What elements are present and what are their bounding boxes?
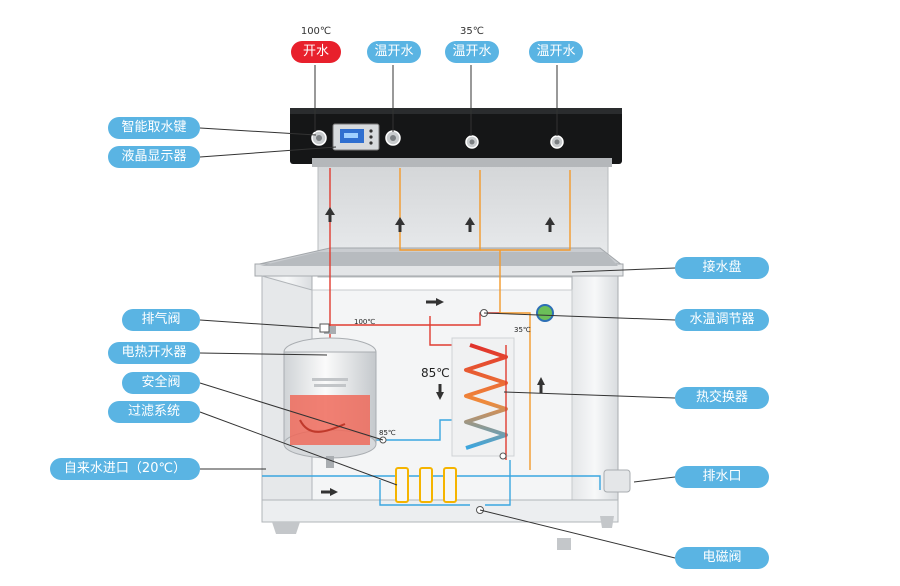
valves [319,304,554,514]
warm-water-label-2: 温开水 [445,41,499,63]
electric-boiler-tank [283,326,377,468]
pipes [262,168,601,506]
flow-arrows [321,207,555,496]
filter-system-label: 过滤系统 [108,401,200,423]
boiling-water-label: 开水 [291,41,341,63]
exhaust-valve-label: 排气阀 [122,309,200,331]
solenoid-valve-label: 电磁阀 [675,547,769,569]
warm-water-label-1: 温开水 [367,41,421,63]
inner-temp-85-large: 85℃ [421,366,450,380]
warm-water-label-3: 温开水 [529,41,583,63]
smart-button-label: 智能取水键 [108,117,200,139]
warm-temp-label: 35℃ [460,26,484,37]
leader-lines [199,65,676,559]
inner-temp-100: 100℃ [354,318,376,326]
tap-water-inlet-label: 自来水进口（20℃） [50,458,200,480]
heat-exchanger-coil [451,337,515,460]
safety-valve-label: 安全阀 [122,372,200,394]
drip-tray-label: 接水盘 [675,257,769,279]
drip-tray [254,247,624,302]
heat-exchanger-label: 热交换器 [675,387,769,409]
lcd-display [332,123,380,151]
inner-temp-85-small: 85℃ [379,429,396,437]
inner-temp-35: 35℃ [514,326,531,334]
lcd-display-label: 液晶显示器 [108,146,200,168]
electric-boiler-label: 电热开水器 [108,342,200,364]
filter-system [395,467,457,503]
boil-temp-label: 100℃ [300,26,332,37]
drain-outlet-label: 排水口 [675,466,769,488]
temperature-regulator-label: 水温调节器 [675,309,769,331]
